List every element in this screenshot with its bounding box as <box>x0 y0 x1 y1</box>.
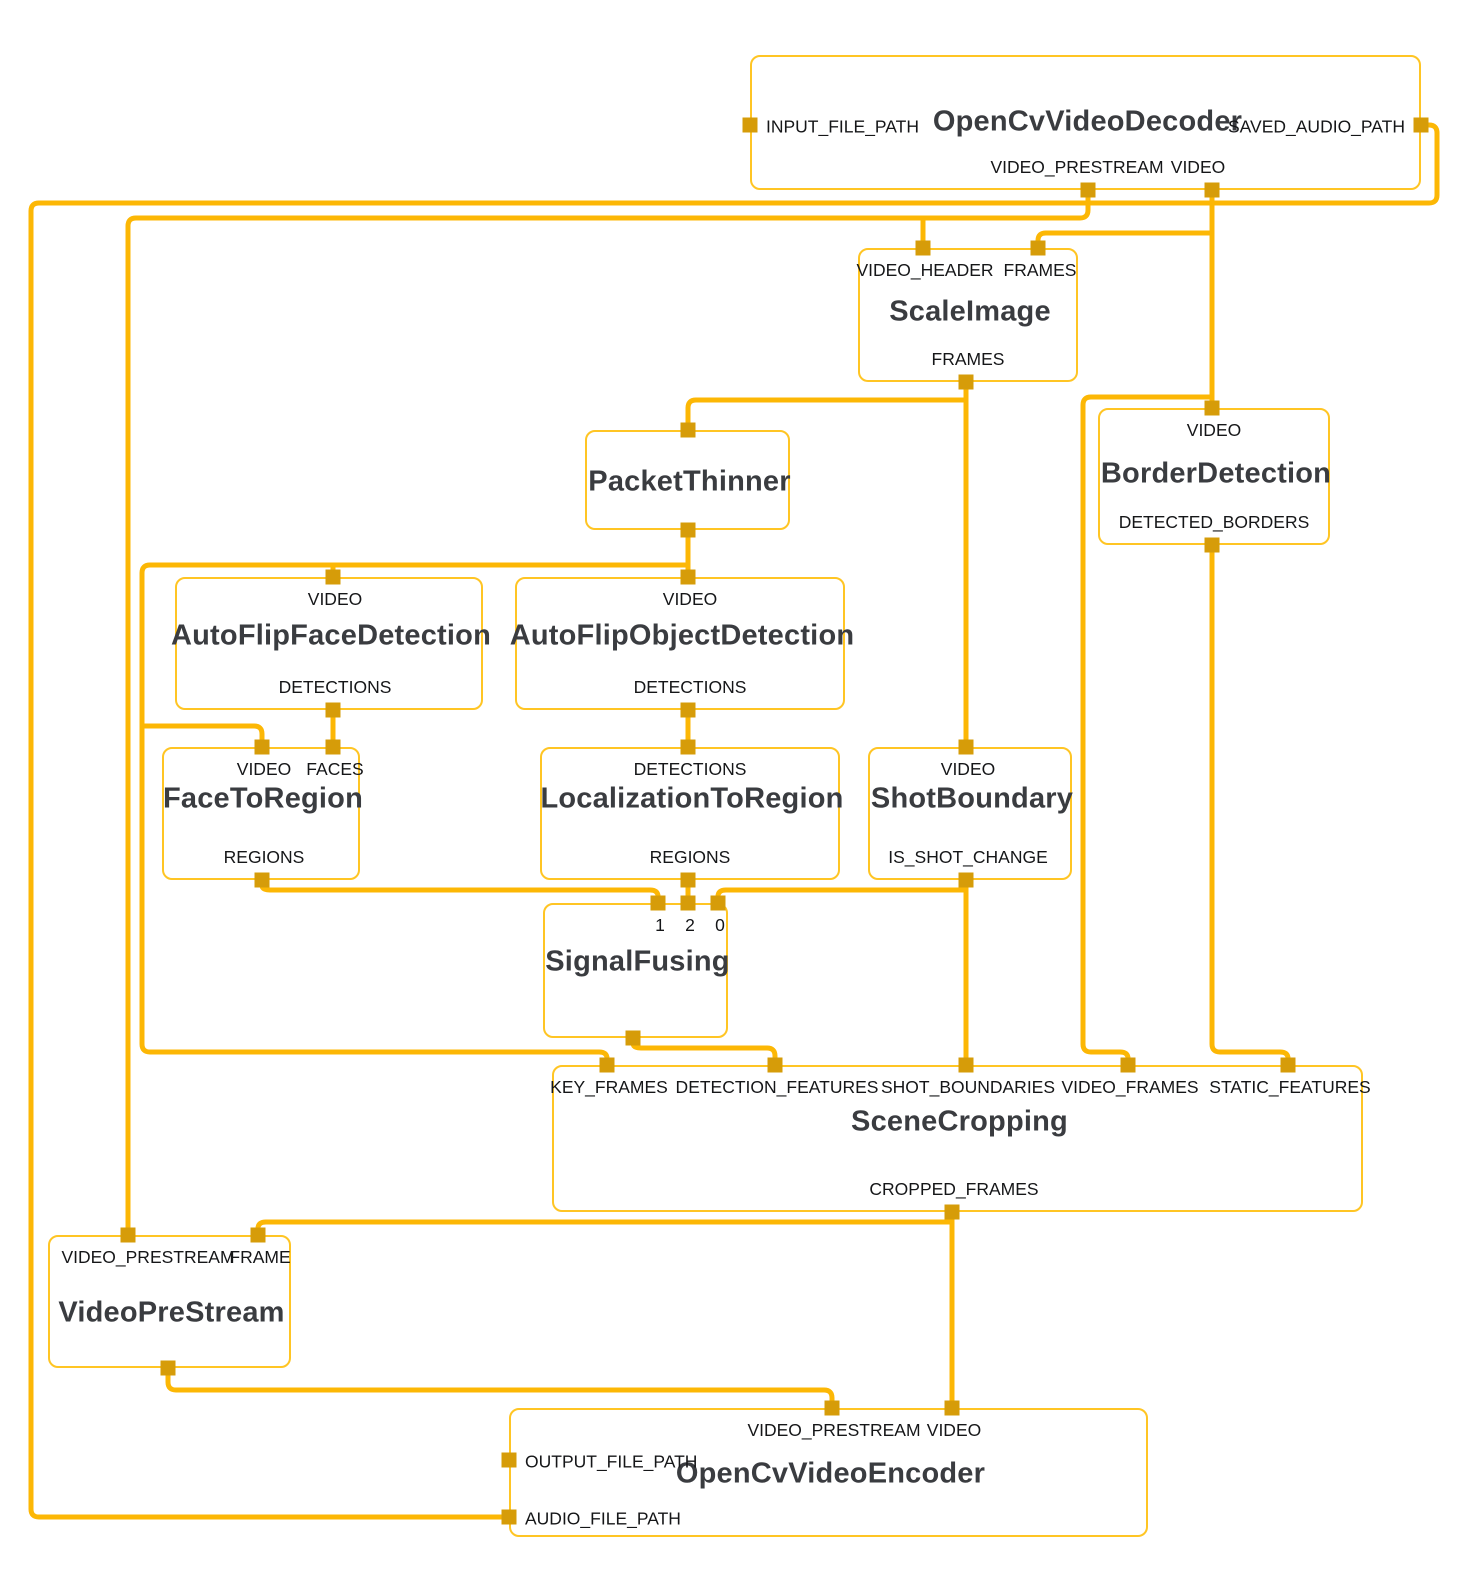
port-label-video: VIDEO <box>307 589 363 609</box>
edge-shot-to-signalfusing <box>715 887 966 903</box>
port-label-video: VIDEO <box>926 1420 982 1440</box>
port-label-output_file_path: OUTPUT_FILE_PATH <box>525 1451 698 1472</box>
node-facetoregion[interactable]: FaceToRegion VIDEO FACES REGIONS <box>162 747 364 880</box>
port-label-detection_features: DETECTION_FEATURES <box>675 1077 879 1097</box>
port-label-video: VIDEO <box>236 759 292 779</box>
port-label-0: 0 <box>715 915 725 935</box>
node-title: LocalizationToRegion <box>540 782 844 815</box>
node-autoflipfacedetection[interactable]: AutoFlipFaceDetection VIDEO DETECTIONS <box>171 577 491 710</box>
port-label-regions: REGIONS <box>223 847 305 867</box>
node-autoflipobjectdetection[interactable]: AutoFlipObjectDetection VIDEO DETECTIONS <box>510 577 854 710</box>
node-title: OpenCvVideoEncoder <box>675 1457 986 1490</box>
port-label-video: VIDEO <box>940 759 996 779</box>
port-label-audio_file_path: AUDIO_FILE_PATH <box>525 1508 681 1529</box>
port-label-detected_borders: DETECTED_BORDERS <box>1118 512 1310 532</box>
node-opencvvideodecoder[interactable]: OpenCvVideoDecoder INPUT_FILE_PATH SAVED_A… <box>750 55 1421 190</box>
port-label-video_header: VIDEO_HEADER <box>856 260 994 280</box>
edge-thinned-to-facetoregion <box>142 723 265 747</box>
port-label-video_frames: VIDEO_FRAMES <box>1061 1077 1199 1097</box>
port-label-1: 1 <box>655 915 665 935</box>
edge-face-regions <box>259 880 661 903</box>
port-label-cropped_frames: CROPPED_FRAMES <box>869 1179 1039 1199</box>
edge-video-to-scaleimage <box>1035 230 1212 248</box>
port-label-video_prestream: VIDEO_PRESTREAM <box>61 1247 235 1267</box>
node-title: ShotBoundary <box>870 782 1074 815</box>
edge-cropped-to-videoprestream <box>255 1219 952 1235</box>
port-label-video_prestream: VIDEO_PRESTREAM <box>990 157 1164 177</box>
edge-detected-borders <box>1209 545 1291 1065</box>
port-label-saved_audio_path: SAVED_AUDIO_PATH <box>1228 116 1405 137</box>
port-label-detections: DETECTIONS <box>633 677 747 697</box>
edge-videoprestream-out <box>165 1368 835 1408</box>
port-label-regions: REGIONS <box>649 847 731 867</box>
port-label-video: VIDEO <box>662 589 718 609</box>
node-title: AutoFlipFaceDetection <box>171 619 491 652</box>
node-title: OpenCvVideoDecoder <box>932 105 1243 138</box>
port-label-video: VIDEO <box>1170 157 1226 177</box>
port-label-frame: FRAME <box>229 1247 291 1267</box>
node-title: PacketThinner <box>588 465 791 498</box>
node-localizationtoregion[interactable]: LocalizationToRegion DETECTIONS REGIONS <box>540 747 844 880</box>
port-label-video_prestream: VIDEO_PRESTREAM <box>747 1420 921 1440</box>
port-label-detections: DETECTIONS <box>633 759 747 779</box>
node-title: AutoFlipObjectDetection <box>509 619 855 652</box>
edge-scaled-to-packetthinner <box>685 397 966 430</box>
port-label-static_features: STATIC_FEATURES <box>1209 1077 1371 1097</box>
edge-fused-signals <box>630 1038 778 1065</box>
node-title: FaceToRegion <box>162 782 364 815</box>
port-label-frames: FRAMES <box>1003 260 1077 280</box>
node-title: SignalFusing <box>545 945 730 978</box>
port-label-detections: DETECTIONS <box>278 677 392 697</box>
port-label-shot_boundaries: SHOT_BOUNDARIES <box>880 1077 1056 1097</box>
port-label-faces: FACES <box>306 759 364 779</box>
port-label-video: VIDEO <box>1186 420 1242 440</box>
node-title: VideoPreStream <box>58 1296 285 1329</box>
port-label-key_frames: KEY_FRAMES <box>550 1077 668 1097</box>
port-label-frames: FRAMES <box>931 349 1005 369</box>
node-title: BorderDetection <box>1100 457 1332 490</box>
node-scenecropping[interactable]: SceneCropping KEY_FRAMES DETECTION_FEATURE… <box>550 1065 1371 1212</box>
node-title: ScaleImage <box>889 295 1051 328</box>
node-borderdetection[interactable]: BorderDetection VIDEO DETECTED_BORDERS <box>1098 408 1332 545</box>
port-label-input_file_path: INPUT_FILE_PATH <box>766 116 919 137</box>
node-shotboundary[interactable]: ShotBoundary VIDEO IS_SHOT_CHANGE <box>868 747 1074 880</box>
node-title: SceneCropping <box>851 1105 1068 1138</box>
node-scaleimage[interactable]: ScaleImage VIDEO_HEADER FRAMES FRAMES <box>856 248 1078 382</box>
node-packetthinner[interactable]: PacketThinner <box>585 430 791 530</box>
port-label-2: 2 <box>685 915 695 935</box>
port-label-is_shot_change: IS_SHOT_CHANGE <box>888 847 1048 867</box>
